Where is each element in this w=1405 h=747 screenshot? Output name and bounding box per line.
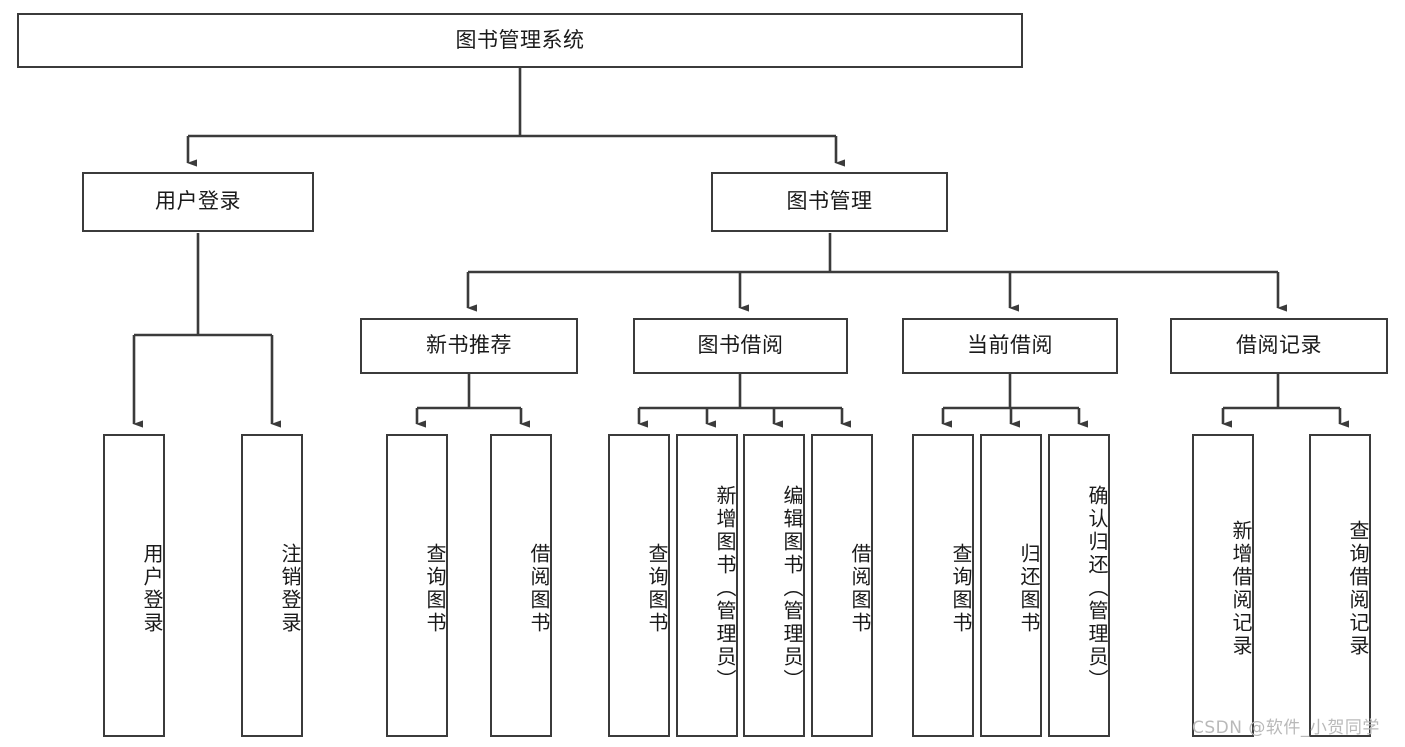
leaf-return-book[interactable]: 归还图书 xyxy=(980,434,1042,737)
leaf-borrow-book[interactable]: 借阅图书 xyxy=(811,434,873,737)
node-book-management[interactable]: 图书管理 xyxy=(711,172,948,232)
leaf-borrow-book-recommend[interactable]: 借阅图书 xyxy=(490,434,552,737)
leaf-confirm-return[interactable]: 确认归还（管理员） xyxy=(1048,434,1110,737)
leaf-add-book[interactable]: 新增图书（管理员） xyxy=(676,434,738,737)
node-book-borrow[interactable]: 图书借阅 xyxy=(633,318,848,374)
leaf-query-book-recommend[interactable]: 查询图书 xyxy=(386,434,448,737)
node-current-borrow[interactable]: 当前借阅 xyxy=(902,318,1118,374)
node-root-system[interactable]: 图书管理系统 xyxy=(17,13,1023,68)
leaf-user-login[interactable]: 用户登录 xyxy=(103,434,165,737)
leaf-logout-login[interactable]: 注销登录 xyxy=(241,434,303,737)
leaf-edit-book[interactable]: 编辑图书（管理员） xyxy=(743,434,805,737)
leaf-query-book-current[interactable]: 查询图书 xyxy=(912,434,974,737)
csdn-watermark: CSDN @软件_小贺同学 xyxy=(1192,718,1380,738)
node-new-book-recommend[interactable]: 新书推荐 xyxy=(360,318,578,374)
leaf-query-book-borrow[interactable]: 查询图书 xyxy=(608,434,670,737)
node-borrow-record[interactable]: 借阅记录 xyxy=(1170,318,1388,374)
node-user-login[interactable]: 用户登录 xyxy=(82,172,314,232)
leaf-add-borrow-record[interactable]: 新增借阅记录 xyxy=(1192,434,1254,737)
leaf-query-borrow-record[interactable]: 查询借阅记录 xyxy=(1309,434,1371,737)
